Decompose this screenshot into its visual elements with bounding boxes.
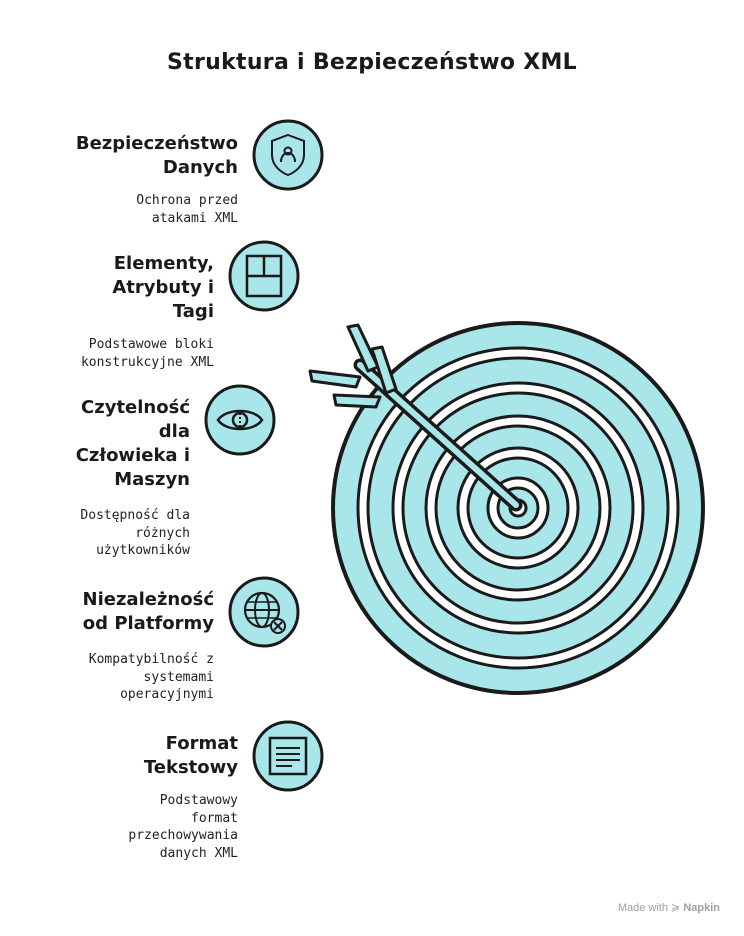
item-title-data-security: Bezpieczeństwo Danych xyxy=(75,133,238,178)
page-title: Struktura i Bezpieczeństwo XML xyxy=(167,50,577,75)
target-illustration xyxy=(300,315,720,705)
item-desc-platform: Kompatybilność z systemami operacyjnymi xyxy=(88,652,214,702)
eye-icon xyxy=(202,382,278,458)
item-desc-text-format: Podstawowy format przechowywania danych … xyxy=(128,793,238,861)
item-title-readability: Czytelność dla Człowieka i Maszyn xyxy=(75,397,190,490)
shield-icon xyxy=(250,117,326,193)
document-text-icon xyxy=(250,718,326,794)
item-desc-data-security: Ochrona przed atakami XML xyxy=(136,193,238,226)
item-desc-readability: Dostępność dla różnych użytkowników xyxy=(80,508,190,558)
napkin-logo-icon: ≽ xyxy=(671,902,681,914)
item-title-text-format: Format Tekstowy xyxy=(143,733,238,778)
target-svg xyxy=(308,321,705,695)
item-desc-elements: Podstawowe bloki konstrukcyjne XML xyxy=(80,337,214,370)
item-title-platform: Niezależność od Platformy xyxy=(82,589,214,634)
arrow xyxy=(308,323,523,512)
footer-credit: Made with ≽ Napkin xyxy=(617,902,720,914)
item-title-elements: Elementy, Atrybuty i Tagi xyxy=(112,253,214,322)
globe-icon xyxy=(226,574,302,650)
layout-grid-icon xyxy=(226,238,302,314)
target-rings xyxy=(331,321,705,695)
